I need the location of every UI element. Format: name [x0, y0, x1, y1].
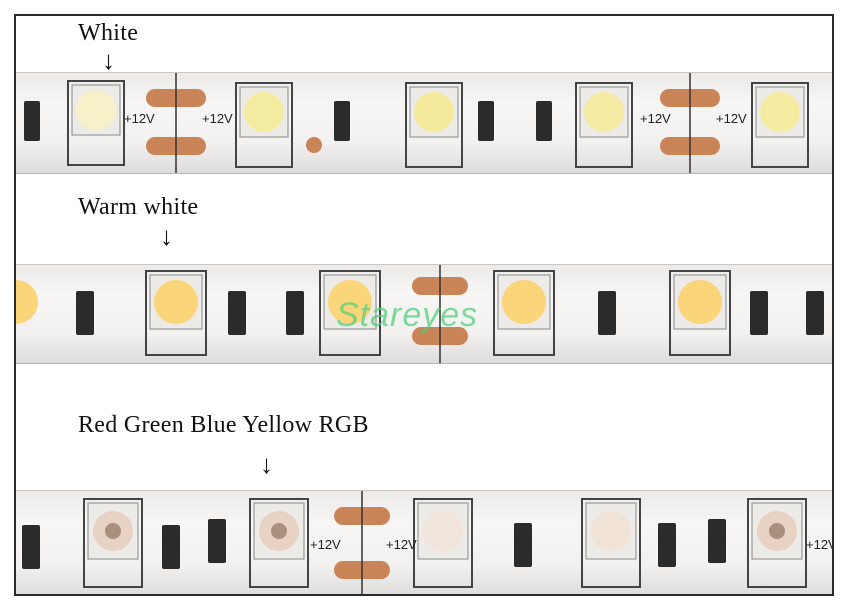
led-chip: [249, 498, 309, 588]
arrow-rgb: ↓: [260, 450, 273, 479]
led-chip: [493, 270, 555, 356]
led-strip-white-drawing: +12V +12V +12V +12V: [24, 73, 809, 173]
svg-text:+12V: +12V: [806, 537, 834, 552]
arrow-white: ↓: [102, 46, 115, 75]
led-strip-rgb-drawing: +12V +12V +12V: [22, 491, 834, 594]
caption-warm-white: Warm white: [78, 194, 199, 220]
resistor: [24, 101, 552, 141]
led-chip: [83, 498, 143, 588]
led-chip: [575, 82, 633, 168]
led-chip: [405, 82, 463, 168]
arrow-warm-white: ↓: [160, 222, 173, 251]
cut-lines: [175, 73, 691, 173]
led-strip-warm-white: [16, 264, 832, 364]
resistor: [76, 291, 824, 335]
svg-text:+12V: +12V: [310, 537, 341, 552]
led-chip: [235, 82, 293, 168]
caption-rgb: Red Green Blue Yellow RGB: [78, 412, 369, 438]
resistor: [22, 519, 726, 569]
caption-white: White: [78, 20, 139, 46]
svg-text:+12V: +12V: [202, 111, 233, 126]
watermark: Stareyes: [336, 296, 479, 334]
led-strip-white: +12V +12V +12V +12V: [16, 72, 832, 174]
svg-text:+12V: +12V: [716, 111, 747, 126]
led-chip: [67, 80, 125, 166]
led-chip: [413, 498, 473, 588]
led-strip-warm-drawing: [16, 265, 824, 363]
led-strip-rgb: +12V +12V +12V: [16, 490, 834, 594]
led-chip: [145, 270, 207, 356]
product-image-frame: White ↓: [14, 14, 834, 596]
led-chip: [751, 82, 809, 168]
svg-text:+12V: +12V: [124, 111, 155, 126]
svg-text:+12V: +12V: [386, 537, 417, 552]
svg-text:+12V: +12V: [640, 111, 671, 126]
led-chip: [669, 270, 731, 356]
led-chip: [581, 498, 641, 588]
led-chip: [747, 498, 807, 588]
led-chip: [319, 270, 381, 356]
